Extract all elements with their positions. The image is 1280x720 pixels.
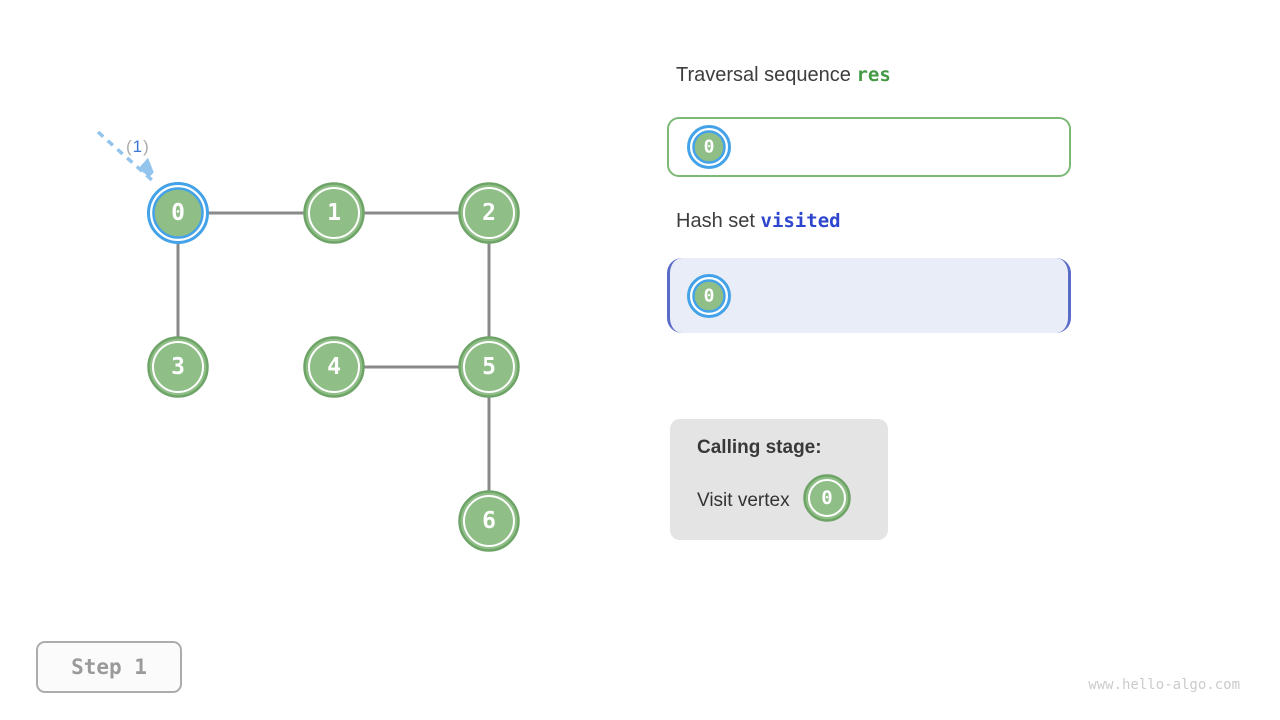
arrow-label-paren-close: ) — [143, 137, 150, 156]
svg-text:2: 2 — [482, 200, 496, 226]
vertex-6: 6 — [458, 490, 520, 552]
traversal-sequence-heading-text: Traversal sequence — [676, 64, 851, 86]
svg-text:0: 0 — [704, 285, 715, 306]
visited-variable-name: visited — [760, 210, 841, 232]
svg-text:0: 0 — [821, 487, 832, 509]
arrow-label-paren-open: ( — [126, 137, 133, 156]
vertex-1: 1 — [303, 182, 365, 244]
hash-set-heading: Hash set visited — [676, 210, 841, 233]
svg-text:4: 4 — [327, 354, 341, 380]
chip-vertex-0: 0 — [687, 273, 731, 318]
visit-vertex-text: Visit vertex — [697, 490, 790, 511]
vertex-0: 0 — [687, 273, 731, 318]
hash-set-box: 0 — [667, 258, 1071, 333]
res-variable-name: res — [856, 64, 891, 86]
vertex-2: 2 — [458, 182, 520, 244]
svg-text:5: 5 — [482, 354, 496, 380]
graph: 0 1 2 3 4 5 6 — [96, 130, 520, 552]
vertex-0: 0 — [147, 182, 209, 244]
calling-stage-title: Calling stage: — [697, 437, 822, 458]
traversal-sequence-box: 0 — [667, 117, 1071, 177]
visit-vertex-chip: 0 — [802, 473, 852, 529]
svg-text:3: 3 — [171, 354, 185, 380]
vertex-5: 5 — [458, 336, 520, 398]
vertex-0: 0 — [802, 474, 851, 522]
arrow-step-label: (1) — [126, 137, 150, 157]
vertex-0: 0 — [687, 125, 731, 169]
arrow-label-number: 1 — [132, 137, 144, 156]
svg-text:6: 6 — [482, 508, 496, 534]
chip-vertex-0: 0 — [687, 125, 731, 169]
calling-stage-box: Calling stage: Visit vertex 0 — [670, 419, 888, 540]
traversal-sequence-items: 0 — [686, 124, 732, 170]
hash-set-heading-text: Hash set — [676, 210, 755, 232]
svg-text:0: 0 — [171, 200, 185, 226]
vertex-3: 3 — [147, 336, 209, 398]
chip-vertex-0: 0 — [802, 474, 851, 522]
vertex-4: 4 — [303, 336, 365, 398]
svg-text:1: 1 — [327, 200, 341, 226]
hash-set-items: 0 — [686, 273, 732, 319]
step-badge: Step 1 — [36, 641, 182, 693]
traversal-sequence-heading: Traversal sequence res — [676, 64, 891, 87]
calling-stage-line: Visit vertex 0 — [697, 473, 888, 529]
watermark: www.hello-algo.com — [1088, 677, 1240, 693]
svg-text:0: 0 — [704, 137, 715, 158]
